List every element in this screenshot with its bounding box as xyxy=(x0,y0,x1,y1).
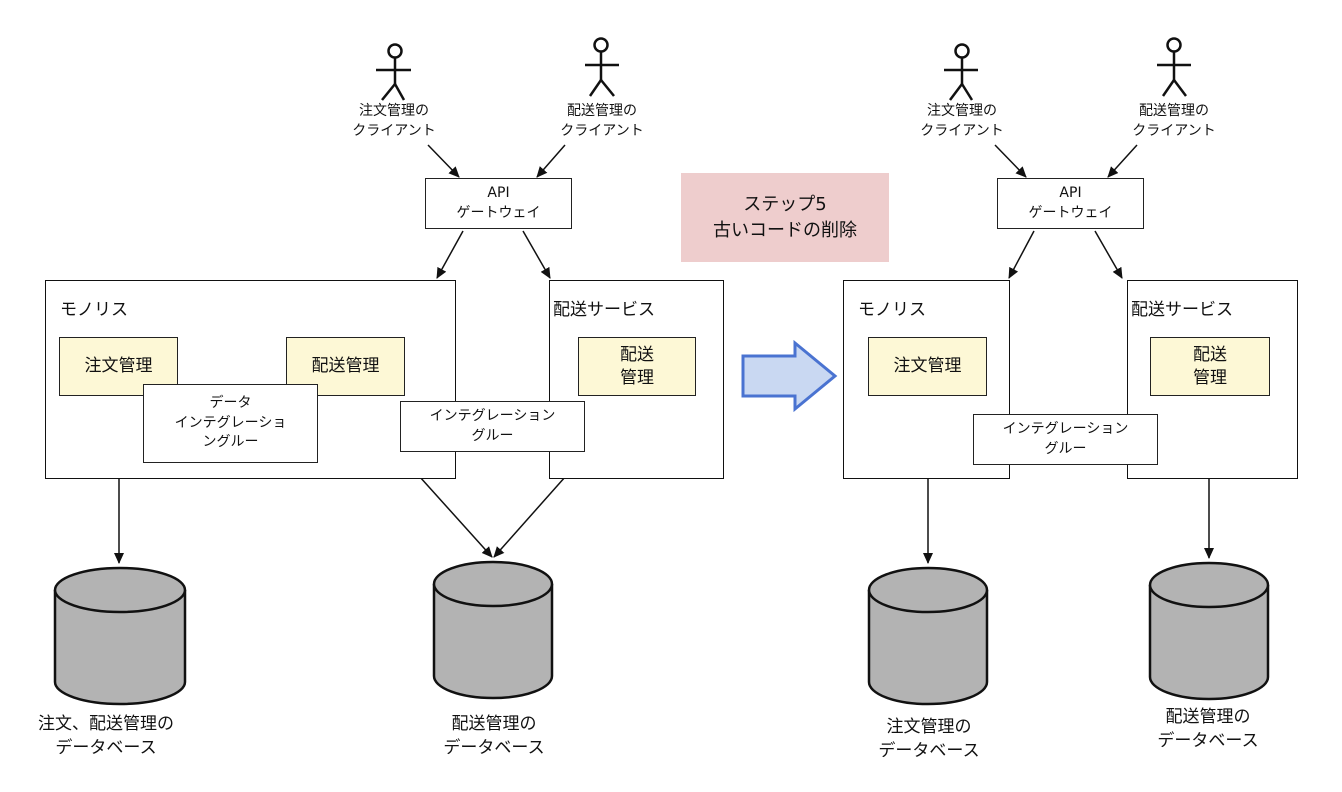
arrow-client-to-api xyxy=(427,144,460,178)
actor-icon xyxy=(585,37,619,97)
integration-glue: インテグレーション グルー xyxy=(400,401,585,452)
actor-icon xyxy=(944,43,978,101)
arrow-client-to-api xyxy=(1107,144,1138,178)
actor-icon xyxy=(376,43,411,101)
data-integration-glue: データ インテグレーショ ングルー xyxy=(143,384,318,463)
arrow-api-to-delivery xyxy=(522,230,551,279)
actor-icon xyxy=(1157,37,1191,97)
database-label: 注文、配送管理の データベース xyxy=(38,714,174,758)
delivery-service-title: 配送サービス xyxy=(1131,300,1233,320)
database-icon xyxy=(53,566,187,706)
database-icon xyxy=(867,566,989,706)
delivery-management-module: 配送 管理 xyxy=(1150,337,1270,396)
api-gateway: API ゲートウェイ xyxy=(425,178,572,229)
api-gateway: API ゲートウェイ xyxy=(997,178,1144,229)
database-label: 注文管理の データベース xyxy=(878,717,980,761)
order-management-module: 注文管理 xyxy=(868,337,987,396)
arrow-client-to-api xyxy=(994,144,1027,178)
integration-glue: インテグレーション グルー xyxy=(973,414,1158,465)
arrow-api-to-monolith xyxy=(436,230,464,279)
delivery-service-title: 配送サービス xyxy=(553,300,655,320)
arrow-api-to-delivery xyxy=(1094,230,1123,279)
actor-label: 配送管理の クライアント xyxy=(560,103,644,139)
database-icon xyxy=(432,560,554,700)
monolith-title: モノリス xyxy=(60,300,128,320)
transition-arrow-icon xyxy=(741,339,838,413)
actor-label: 配送管理の クライアント xyxy=(1132,103,1216,139)
actor-label: 注文管理の クライアント xyxy=(352,103,436,139)
step-banner: ステップ5 古いコードの削除 xyxy=(681,173,889,262)
delivery-management-module: 配送 管理 xyxy=(578,337,696,396)
monolith-title: モノリス xyxy=(858,300,926,320)
actor-label: 注文管理の クライアント xyxy=(920,103,1004,139)
database-icon xyxy=(1148,561,1270,701)
arrow-client-to-api xyxy=(536,144,566,178)
arrow-api-to-monolith xyxy=(1008,230,1035,279)
database-label: 配送管理の データベース xyxy=(1157,707,1259,751)
database-label: 配送管理の データベース xyxy=(443,714,545,758)
